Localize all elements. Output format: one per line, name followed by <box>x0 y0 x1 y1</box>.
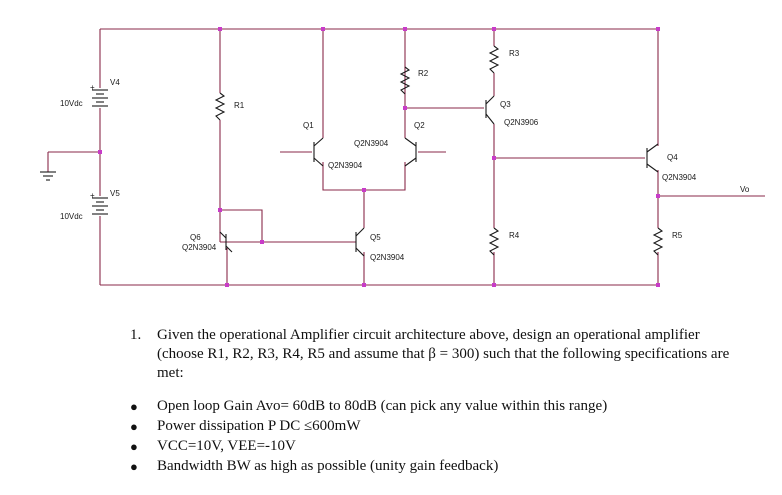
problem-statement-text: Given the operational Amplifier circuit … <box>157 327 730 381</box>
resistor-r4-symbol <box>488 227 500 256</box>
output-stage-wire <box>657 29 765 285</box>
circuit-schematic: + + V4 10Vdc V5 10Vdc R1 Q6 Q2N3904 Q1 Q… <box>40 27 765 287</box>
resistor-r1-symbol <box>214 92 226 121</box>
q3-column-wire <box>493 29 645 285</box>
q5-ref-label: Q5 <box>370 233 381 242</box>
spec-item: ●Open loop Gain Avo= 60dB to 80dB (can p… <box>130 398 608 414</box>
spec-item: ●Power dissipation P DC ≤600mW <box>130 418 361 434</box>
transistor-q5-symbol <box>355 227 365 257</box>
q4-model-label: Q2N3904 <box>662 173 697 182</box>
transistor-q4-symbol <box>646 143 659 173</box>
transistor-q1-symbol <box>313 137 324 167</box>
spec-supply: VCC=10V, VEE=-10V <box>157 438 296 454</box>
q1-ref-label: Q1 <box>303 121 314 130</box>
problem-text: 1. Given the operational Amplifier circu… <box>130 326 750 477</box>
resistor-r3-symbol <box>488 45 500 74</box>
resistor-r5-symbol <box>652 227 664 256</box>
spec-power: Power dissipation P DC ≤600mW <box>157 418 361 434</box>
r5-label: R5 <box>672 231 683 240</box>
r1-branch-wire <box>219 29 356 285</box>
r4-label: R4 <box>509 231 520 240</box>
v5-value-label: 10Vdc <box>60 212 83 221</box>
output-label: Vo <box>740 185 750 194</box>
v5-polarity: + <box>90 191 95 200</box>
transistor-q2-symbol <box>404 137 417 167</box>
r3-label: R3 <box>509 49 520 58</box>
q4-ref-label: Q4 <box>667 153 678 162</box>
v4-value-label: 10Vdc <box>60 99 83 108</box>
spec-bandwidth: Bandwidth BW as high as possible (unity … <box>157 458 499 474</box>
q3-ref-label: Q3 <box>500 100 511 109</box>
problem-statement: 1. Given the operational Amplifier circu… <box>130 326 750 383</box>
ground-symbol <box>40 171 56 181</box>
r1-label: R1 <box>234 101 245 110</box>
ground-wire <box>47 151 100 172</box>
r2-label: R2 <box>418 69 429 78</box>
q2-ref-label: Q2 <box>414 121 425 130</box>
battery-v4-symbol <box>92 89 108 107</box>
q6-model-label: Q2N3904 <box>182 243 217 252</box>
spec-item: ●Bandwidth BW as high as possible (unity… <box>130 458 499 474</box>
spec-item: ●VCC=10V, VEE=-10V <box>130 438 296 454</box>
resistor-r2-symbol <box>399 66 411 95</box>
v4-polarity: + <box>90 83 95 92</box>
v5-name-label: V5 <box>110 189 120 198</box>
problem-number: 1. <box>130 327 142 343</box>
battery-v5-symbol <box>92 197 108 215</box>
q6-ref-label: Q6 <box>190 233 201 242</box>
transistor-q6-symbol <box>219 231 233 253</box>
spec-gain: Open loop Gain Avo= 60dB to 80dB (can pi… <box>157 398 608 414</box>
q2-model-label: Q2N3904 <box>354 139 389 148</box>
specs-list: ●Open loop Gain Avo= 60dB to 80dB (can p… <box>130 397 750 476</box>
q3-model-label: Q2N3906 <box>504 118 539 127</box>
q1-model-label: Q2N3904 <box>328 161 363 170</box>
junction-dots <box>98 27 660 287</box>
v4-name-label: V4 <box>110 78 120 87</box>
q5-model-label: Q2N3904 <box>370 253 405 262</box>
transistor-q3-symbol <box>485 95 495 125</box>
